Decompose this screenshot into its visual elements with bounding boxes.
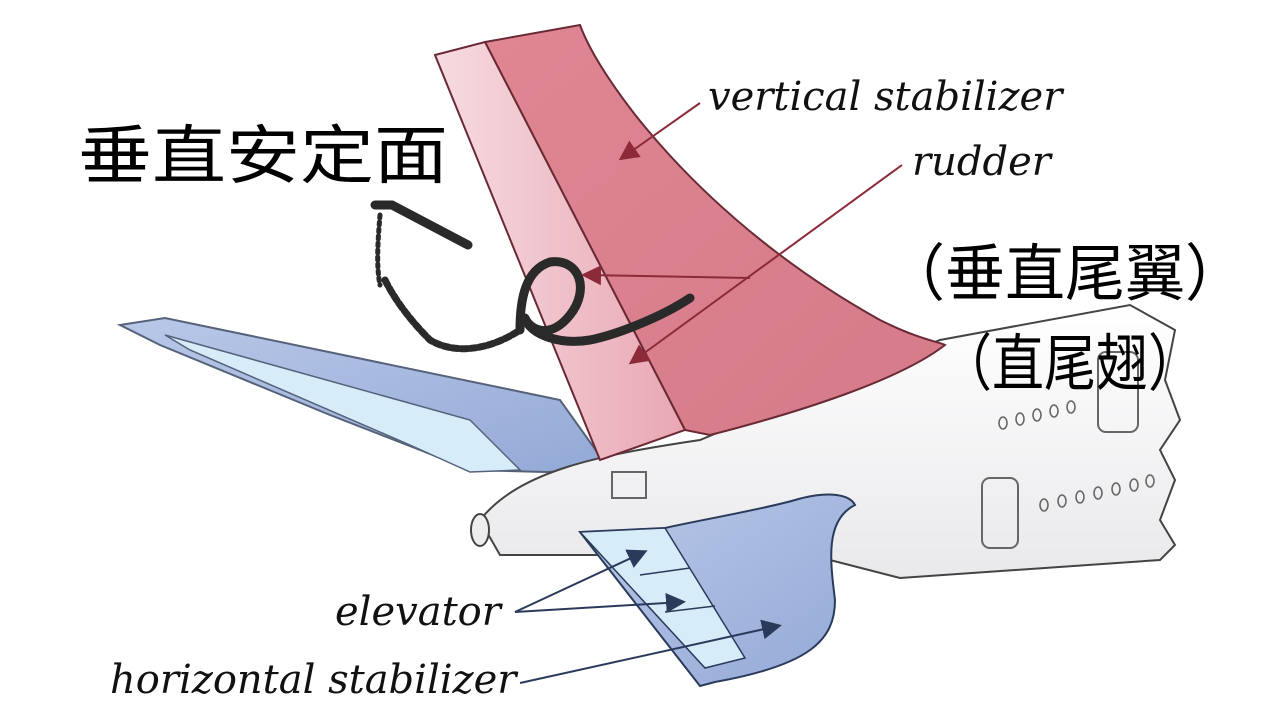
leader-scribble: [581, 265, 751, 286]
leader-vertical-stabilizer: [618, 102, 701, 161]
vertical-stabilizer: [483, 23, 947, 437]
label-rudder: rudder: [912, 139, 1054, 185]
window-row-upper: [998, 400, 1076, 430]
window-row-lower: [1039, 474, 1155, 512]
label-vertical-stabilizer: vertical stabilizer: [708, 74, 1065, 120]
rudder: [433, 40, 687, 462]
handwritten-scribble: [370, 200, 695, 353]
access-panel: [611, 471, 647, 499]
leader-elevator-1: [514, 549, 648, 613]
leader-elevator-2: [514, 592, 686, 613]
annotation-cn-vertical-tail: （垂直尾翼）: [885, 237, 1245, 310]
fuselage: [470, 303, 1182, 580]
leader-lines: [514, 102, 903, 684]
far-elevator: [164, 334, 522, 473]
annotation-jp-vertical-stabilizer: 垂直安定面: [78, 120, 448, 194]
apu-exhaust: [470, 513, 490, 547]
rear-door: [981, 477, 1019, 549]
label-horizontal-stabilizer: horizontal stabilizer: [110, 657, 519, 703]
cargo-door: [1097, 351, 1139, 433]
leader-horizontal-stabilizer: [519, 619, 782, 684]
far-horizontal-stabilizer: [116, 316, 612, 474]
leader-rudder: [628, 164, 903, 365]
label-elevator: elevator: [335, 589, 504, 635]
vertical-tail: [433, 23, 947, 462]
annotation-cn-vertical-fin: （直尾翅）: [940, 327, 1200, 400]
